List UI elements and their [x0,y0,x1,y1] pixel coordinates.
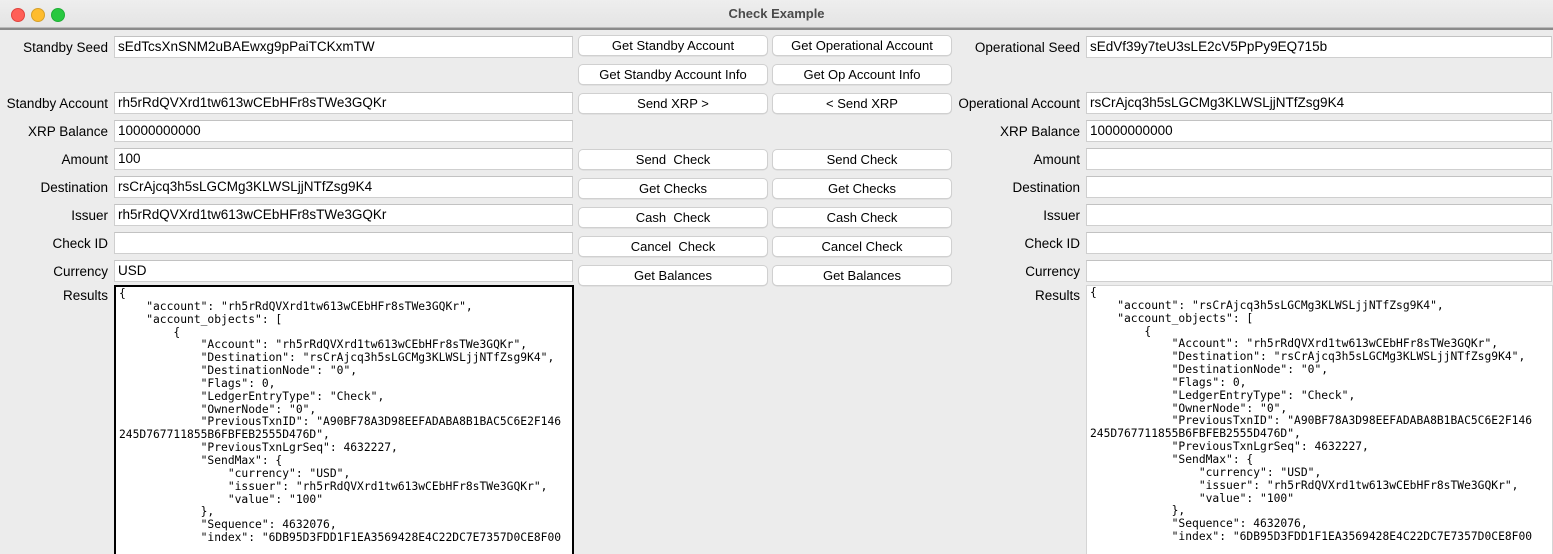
label-operational-account: Operational Account [958,96,1080,111]
input-standby-currency[interactable]: USD [114,260,573,282]
minimize-button-icon[interactable] [31,8,45,22]
label-standby-destination: Destination [40,180,108,195]
close-button-icon[interactable] [11,8,25,22]
input-operational-check-id[interactable] [1086,232,1552,254]
operational-results-textarea[interactable]: { "account": "rsCrAjcq3h5sLGCMg3KLWSLjjN… [1086,285,1553,554]
button-get-standby-account[interactable]: Get Standby Account [578,35,768,56]
label-operational-seed: Operational Seed [974,40,1080,55]
input-standby-xrp-balance[interactable]: 10000000000 [114,120,573,142]
input-standby-destination[interactable]: rsCrAjcq3h5sLGCMg3KLWSLjjNTfZsg9K4 [114,176,573,198]
label-standby-seed: Standby Seed [23,40,108,55]
input-operational-issuer[interactable] [1086,204,1552,226]
label-standby-xrp-balance: XRP Balance [27,124,108,139]
label-standby-currency: Currency [53,264,108,279]
label-standby-amount: Amount [61,152,108,167]
input-operational-xrp-balance[interactable]: 10000000000 [1086,120,1552,142]
label-standby-issuer: Issuer [71,208,108,223]
input-standby-issuer[interactable]: rh5rRdQVXrd1tw613wCEbHFr8sTWe3GQKr [114,204,573,226]
input-operational-currency[interactable] [1086,260,1552,282]
zoom-button-icon[interactable] [51,8,65,22]
label-operational-destination: Destination [1012,180,1080,195]
label-operational-xrp-balance: XRP Balance [999,124,1080,139]
input-standby-check-id[interactable] [114,232,573,254]
label-standby-check-id: Check ID [52,236,108,251]
input-operational-destination[interactable] [1086,176,1552,198]
button-get-balances-standby[interactable]: Get Balances [578,265,768,286]
button-cancel-check-operational[interactable]: Cancel Check [772,236,952,257]
input-operational-account[interactable]: rsCrAjcq3h5sLGCMg3KLWSLjjNTfZsg9K4 [1086,92,1552,114]
input-standby-amount[interactable]: 100 [114,148,573,170]
label-operational-results: Results [1034,288,1080,303]
button-send-check-standby[interactable]: Send Check [578,149,768,170]
input-standby-account[interactable]: rh5rRdQVXrd1tw613wCEbHFr8sTWe3GQKr [114,92,573,114]
button-get-checks-standby[interactable]: Get Checks [578,178,768,199]
button-cash-check-standby[interactable]: Cash Check [578,207,768,228]
input-operational-amount[interactable] [1086,148,1552,170]
button-cancel-check-standby[interactable]: Cancel Check [578,236,768,257]
input-standby-seed[interactable]: sEdTcsXnSNM2uBAEwxg9pPaiTCKxmTW [114,36,573,58]
label-operational-amount: Amount [1033,152,1080,167]
button-get-op-account-info[interactable]: Get Op Account Info [772,64,952,85]
button-send-xrp-left[interactable]: < Send XRP [772,93,952,114]
label-operational-currency: Currency [1025,264,1080,279]
window-body: Standby Seed sEdTcsXnSNM2uBAEwxg9pPaiTCK… [0,28,1553,554]
label-operational-check-id: Check ID [1024,236,1080,251]
button-send-check-operational[interactable]: Send Check [772,149,952,170]
label-standby-results: Results [62,288,108,303]
title-bar: Check Example [0,0,1553,28]
button-get-checks-operational[interactable]: Get Checks [772,178,952,199]
button-cash-check-operational[interactable]: Cash Check [772,207,952,228]
button-get-balances-operational[interactable]: Get Balances [772,265,952,286]
label-standby-account: Standby Account [6,96,108,111]
label-operational-issuer: Issuer [1043,208,1080,223]
input-operational-seed[interactable]: sEdVf39y7teU3sLE2cV5PpPy9EQ715b [1086,36,1552,58]
window-title: Check Example [728,6,825,21]
button-get-operational-account[interactable]: Get Operational Account [772,35,952,56]
standby-results-textarea[interactable]: { "account": "rh5rRdQVXrd1tw613wCEbHFr8s… [114,285,574,554]
button-send-xrp-right[interactable]: Send XRP > [578,93,768,114]
button-get-standby-account-info[interactable]: Get Standby Account Info [578,64,768,85]
